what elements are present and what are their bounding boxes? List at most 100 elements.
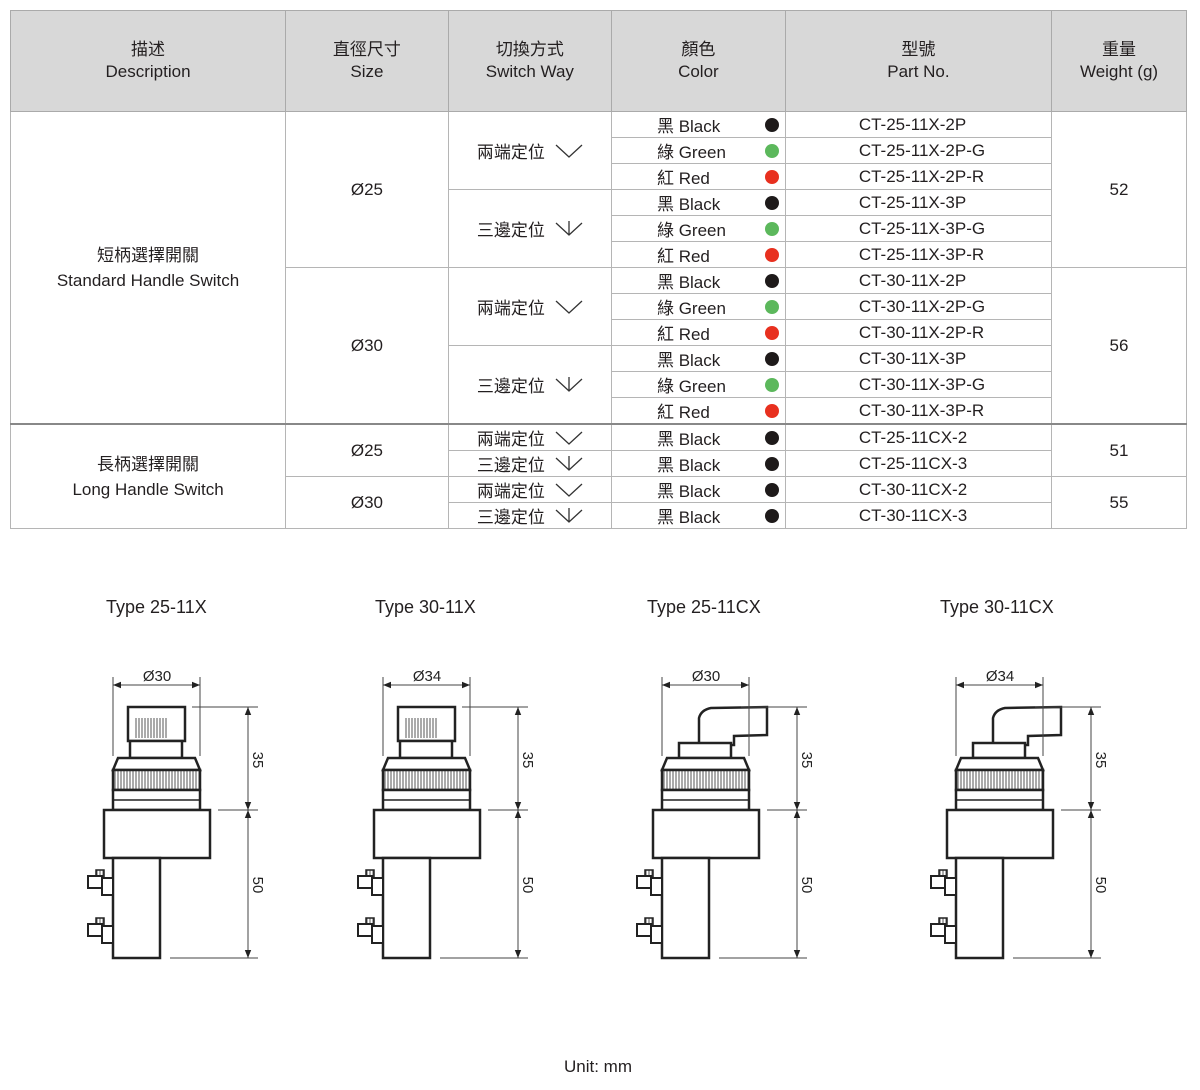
color-en: Black bbox=[678, 508, 721, 527]
color-en: Red bbox=[678, 247, 710, 266]
color-zh: 綠 bbox=[656, 299, 674, 318]
part-number: CT-30-11X-3P-G bbox=[858, 374, 986, 394]
body bbox=[945, 808, 1055, 860]
color-cell: 綠 Green bbox=[610, 137, 786, 164]
part-number-cell: CT-30-11CX-2 bbox=[784, 476, 1053, 503]
lever-handle bbox=[991, 705, 1063, 747]
two-position-icon bbox=[555, 300, 583, 314]
handle-grip bbox=[405, 718, 438, 738]
part-number: CT-25-11CX-3 bbox=[858, 453, 968, 473]
switch-way-cell: 兩端定位 bbox=[447, 111, 612, 190]
dimension-lines bbox=[112, 677, 258, 959]
height-label-top: 35 bbox=[519, 752, 536, 769]
part-number: CT-30-11X-2P-R bbox=[858, 322, 985, 342]
diameter-label: Ø30 bbox=[692, 668, 720, 685]
color-zh: 黑 bbox=[656, 195, 674, 214]
color-zh: 綠 bbox=[656, 143, 674, 162]
header-en: Size bbox=[350, 62, 384, 81]
part-number: CT-30-11X-2P-G bbox=[858, 296, 986, 316]
part-number-cell: CT-30-11CX-3 bbox=[784, 502, 1053, 529]
switch-drawing bbox=[930, 705, 1063, 960]
part-number-cell: CT-25-11X-3P-G bbox=[784, 215, 1053, 242]
terminal-screw bbox=[636, 917, 663, 944]
color-zh: 黑 bbox=[656, 351, 674, 370]
header-zh: 顏色 bbox=[681, 40, 716, 59]
body bbox=[651, 808, 761, 860]
drawing-title: Type 25-11X bbox=[106, 597, 207, 617]
color-zh: 黑 bbox=[656, 482, 674, 501]
part-number-cell: CT-30-11X-3P bbox=[784, 345, 1053, 372]
color-dot-icon bbox=[764, 351, 779, 366]
part-number: CT-25-11X-2P-R bbox=[858, 166, 985, 186]
color-en: Green bbox=[678, 221, 726, 240]
color-dot-icon bbox=[764, 430, 779, 445]
switch-drawing bbox=[636, 705, 769, 960]
size-cell: Ø30 bbox=[285, 267, 449, 425]
switch-way-label: 三邊定位 bbox=[476, 456, 545, 475]
switch-way-label: 兩端定位 bbox=[476, 299, 545, 318]
color-dot-icon bbox=[764, 325, 779, 340]
body bbox=[102, 808, 212, 860]
part-number-cell: CT-25-11CX-2 bbox=[784, 423, 1053, 451]
dimension-lines bbox=[955, 677, 1101, 959]
diameter-label: Ø34 bbox=[986, 668, 1014, 685]
color-cell: 紅 Red bbox=[610, 163, 786, 190]
lever-handle bbox=[697, 705, 769, 747]
header-en: Color bbox=[678, 62, 719, 81]
header-zh: 切換方式 bbox=[495, 40, 564, 59]
contact-block bbox=[660, 856, 711, 960]
color-cell: 紅 Red bbox=[610, 397, 786, 425]
color-cell: 黑 Black bbox=[610, 502, 786, 529]
color-zh: 紅 bbox=[656, 403, 674, 422]
weight-cell: 55 bbox=[1051, 476, 1187, 529]
color-en: Black bbox=[678, 117, 721, 136]
table-row: 綠 Green CT-25-11X-2P-G bbox=[11, 137, 1187, 164]
part-number: CT-30-11CX-2 bbox=[858, 479, 968, 499]
color-zh: 黑 bbox=[656, 273, 674, 292]
three-position-icon bbox=[555, 220, 583, 236]
dimension-lines bbox=[661, 677, 807, 959]
header-zh: 直徑尺寸 bbox=[332, 40, 401, 59]
header-zh: 型號 bbox=[901, 40, 936, 59]
height-label-top: 35 bbox=[249, 752, 266, 769]
color-zh: 紅 bbox=[656, 325, 674, 344]
switch-way-cell: 三邊定位 bbox=[447, 189, 612, 268]
column-header: 顏色 Color bbox=[610, 10, 786, 112]
header-zh: 重量 bbox=[1102, 40, 1136, 59]
color-zh: 黑 bbox=[656, 456, 674, 475]
switch-way-label: 兩端定位 bbox=[476, 430, 545, 449]
color-dot-icon bbox=[764, 299, 779, 314]
two-position-icon bbox=[555, 144, 583, 158]
handle-base bbox=[128, 739, 184, 760]
drawing-title: Type 30-11X bbox=[375, 597, 476, 617]
contact-block bbox=[111, 856, 162, 960]
dimension-lines bbox=[382, 677, 528, 959]
height-label-bottom: 50 bbox=[249, 877, 266, 894]
height-label-top: 35 bbox=[1092, 752, 1109, 769]
part-number: CT-30-11X-2P bbox=[858, 270, 967, 290]
part-number: CT-25-11X-2P-G bbox=[858, 140, 986, 160]
knurled-ring bbox=[954, 768, 1045, 792]
color-cell: 黑 Black bbox=[610, 476, 786, 503]
diameter-label: Ø34 bbox=[413, 668, 441, 685]
two-position-icon bbox=[555, 431, 583, 445]
size-cell: Ø30 bbox=[285, 476, 449, 529]
part-number-cell: CT-30-11X-2P bbox=[784, 267, 1053, 294]
two-position-icon bbox=[555, 483, 583, 497]
color-en: Black bbox=[678, 351, 721, 370]
handle-base bbox=[398, 739, 454, 760]
terminal-screw bbox=[636, 869, 663, 896]
part-number-cell: CT-30-11X-2P-G bbox=[784, 293, 1053, 320]
diameter-label: Ø30 bbox=[143, 668, 171, 685]
